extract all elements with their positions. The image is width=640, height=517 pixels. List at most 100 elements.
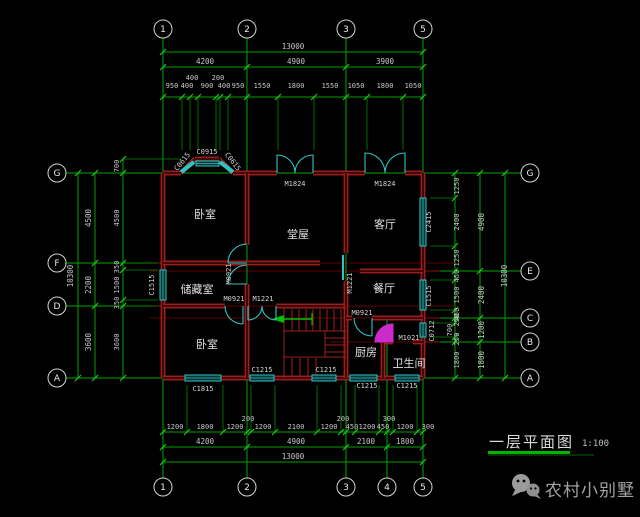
dim-tick <box>159 93 167 101</box>
dim-right-minor: 1800 <box>453 352 461 369</box>
dim-right-minor: 250 <box>453 314 461 327</box>
dim-left-major: 2200 <box>84 275 93 294</box>
grid-bubble-label: C <box>527 314 533 324</box>
dim-tick <box>119 302 127 310</box>
staircase <box>272 307 346 378</box>
dim-tick <box>119 155 127 163</box>
dim-tick <box>91 259 99 267</box>
dim-top-total: 13000 <box>282 42 305 51</box>
door-label: M0921 <box>223 295 244 303</box>
grid-bubble <box>47 253 67 273</box>
dim-tick <box>219 428 227 436</box>
dim-bottom-total: 13000 <box>282 452 305 461</box>
dim-bottom-minor: 1200 <box>167 423 184 431</box>
grid-bubble-label: G <box>54 169 61 179</box>
grid-bubble <box>47 296 67 316</box>
dim-tick <box>399 93 407 101</box>
door-label: M0921 <box>225 263 233 284</box>
dim-top-minor: 400 <box>218 82 231 90</box>
dim-tick <box>313 428 321 436</box>
dim-tick <box>476 338 484 346</box>
grid-bubble-label: 2 <box>244 25 250 35</box>
door-label: M1021 <box>398 334 419 342</box>
grid-bubble <box>520 368 540 388</box>
dim-tick <box>375 428 383 436</box>
door-label: M0921 <box>351 309 372 317</box>
dim-right-minor: 700 <box>446 324 454 337</box>
room-label: 卫生间 <box>393 356 426 370</box>
dim-top-minor: 950 <box>232 82 245 90</box>
room-label: 厨房 <box>355 346 377 359</box>
dim-tick <box>451 338 459 346</box>
dim-tick <box>337 428 345 436</box>
dim-tick <box>119 374 127 382</box>
dim-right-minor: 450 <box>453 270 461 283</box>
dim-top-major: 4900 <box>287 57 306 66</box>
dim-bottom-major: 4200 <box>196 437 215 446</box>
grid-bubble <box>47 368 67 388</box>
door-arc-bedroom2-b <box>247 305 277 321</box>
grid-bubble-label: 2 <box>244 483 250 493</box>
room-label: 客厅 <box>374 217 396 231</box>
dim-bottom-minor: 2100 <box>288 423 305 431</box>
dim-left-total: 10300 <box>66 264 75 287</box>
dim-bottom-minor: 1200 <box>321 423 338 431</box>
dim-right-minor: 2400 <box>453 214 461 231</box>
grid-bubble-label: 4 <box>384 483 390 493</box>
door-fan-bathroom <box>374 323 394 343</box>
dim-tick <box>383 428 391 436</box>
door-arc-bedroom1 <box>227 243 248 264</box>
dim-top-minor: 1550 <box>254 82 271 90</box>
door-label: M1824 <box>374 180 395 188</box>
dim-bottom-major: 4900 <box>287 437 306 446</box>
window-label: C0712 <box>428 320 436 341</box>
window-label: C0915 <box>196 148 217 156</box>
dim-tick <box>451 374 459 382</box>
dim-bottom-minor: 450 <box>346 423 359 431</box>
grid-bubble <box>153 19 173 39</box>
dim-bottom-minor: 1200 <box>397 423 414 431</box>
door-label: M1221 <box>252 295 273 303</box>
dim-tick <box>74 374 82 382</box>
dim-tick <box>91 169 99 177</box>
dim-right-minor: 1500 <box>453 287 461 304</box>
grid-bubble <box>520 308 540 328</box>
grid-bubble <box>413 477 433 497</box>
dim-bottom-stacked: 200 <box>242 415 255 423</box>
dim-right-total: 10300 <box>500 264 509 287</box>
stair-arrow-head <box>272 315 284 323</box>
dim-tick <box>383 443 391 451</box>
room-label: 卧室 <box>196 337 218 351</box>
dim-tick <box>243 93 251 101</box>
grid-bubble-label: D <box>54 302 61 312</box>
dim-top-stacked: 200 <box>212 74 225 82</box>
grid-bubble-label: 1 <box>160 483 166 493</box>
grid-bubble <box>413 19 433 39</box>
dim-bottom-minor: 1200 <box>255 423 272 431</box>
dim-tick <box>451 267 459 275</box>
dim-tick <box>91 302 99 310</box>
grid-bubble-label: B <box>527 338 533 348</box>
door-arc-storage <box>227 264 248 285</box>
dim-tick <box>274 93 282 101</box>
dim-tick <box>224 93 232 101</box>
dim-tick <box>451 194 459 202</box>
dim-bottom-major: 1800 <box>396 437 415 446</box>
dim-tick <box>119 259 127 267</box>
dim-right-minor: 1250 <box>453 178 461 195</box>
dim-tick <box>310 93 318 101</box>
dim-top-minor: 1550 <box>322 82 339 90</box>
dim-top-major: 4200 <box>196 57 215 66</box>
door-arc-main-entry <box>276 154 314 174</box>
dim-left-minor: 350 <box>113 297 121 310</box>
dim-tick <box>186 93 194 101</box>
door-arc-bedroom2-a <box>224 305 244 325</box>
dim-top-minor: 900 <box>201 82 214 90</box>
grid-bubble <box>237 477 257 497</box>
wechat-eye <box>522 479 526 483</box>
dim-bottom-minor: 300 <box>422 423 435 431</box>
windows <box>159 160 427 382</box>
dim-tick <box>271 428 279 436</box>
